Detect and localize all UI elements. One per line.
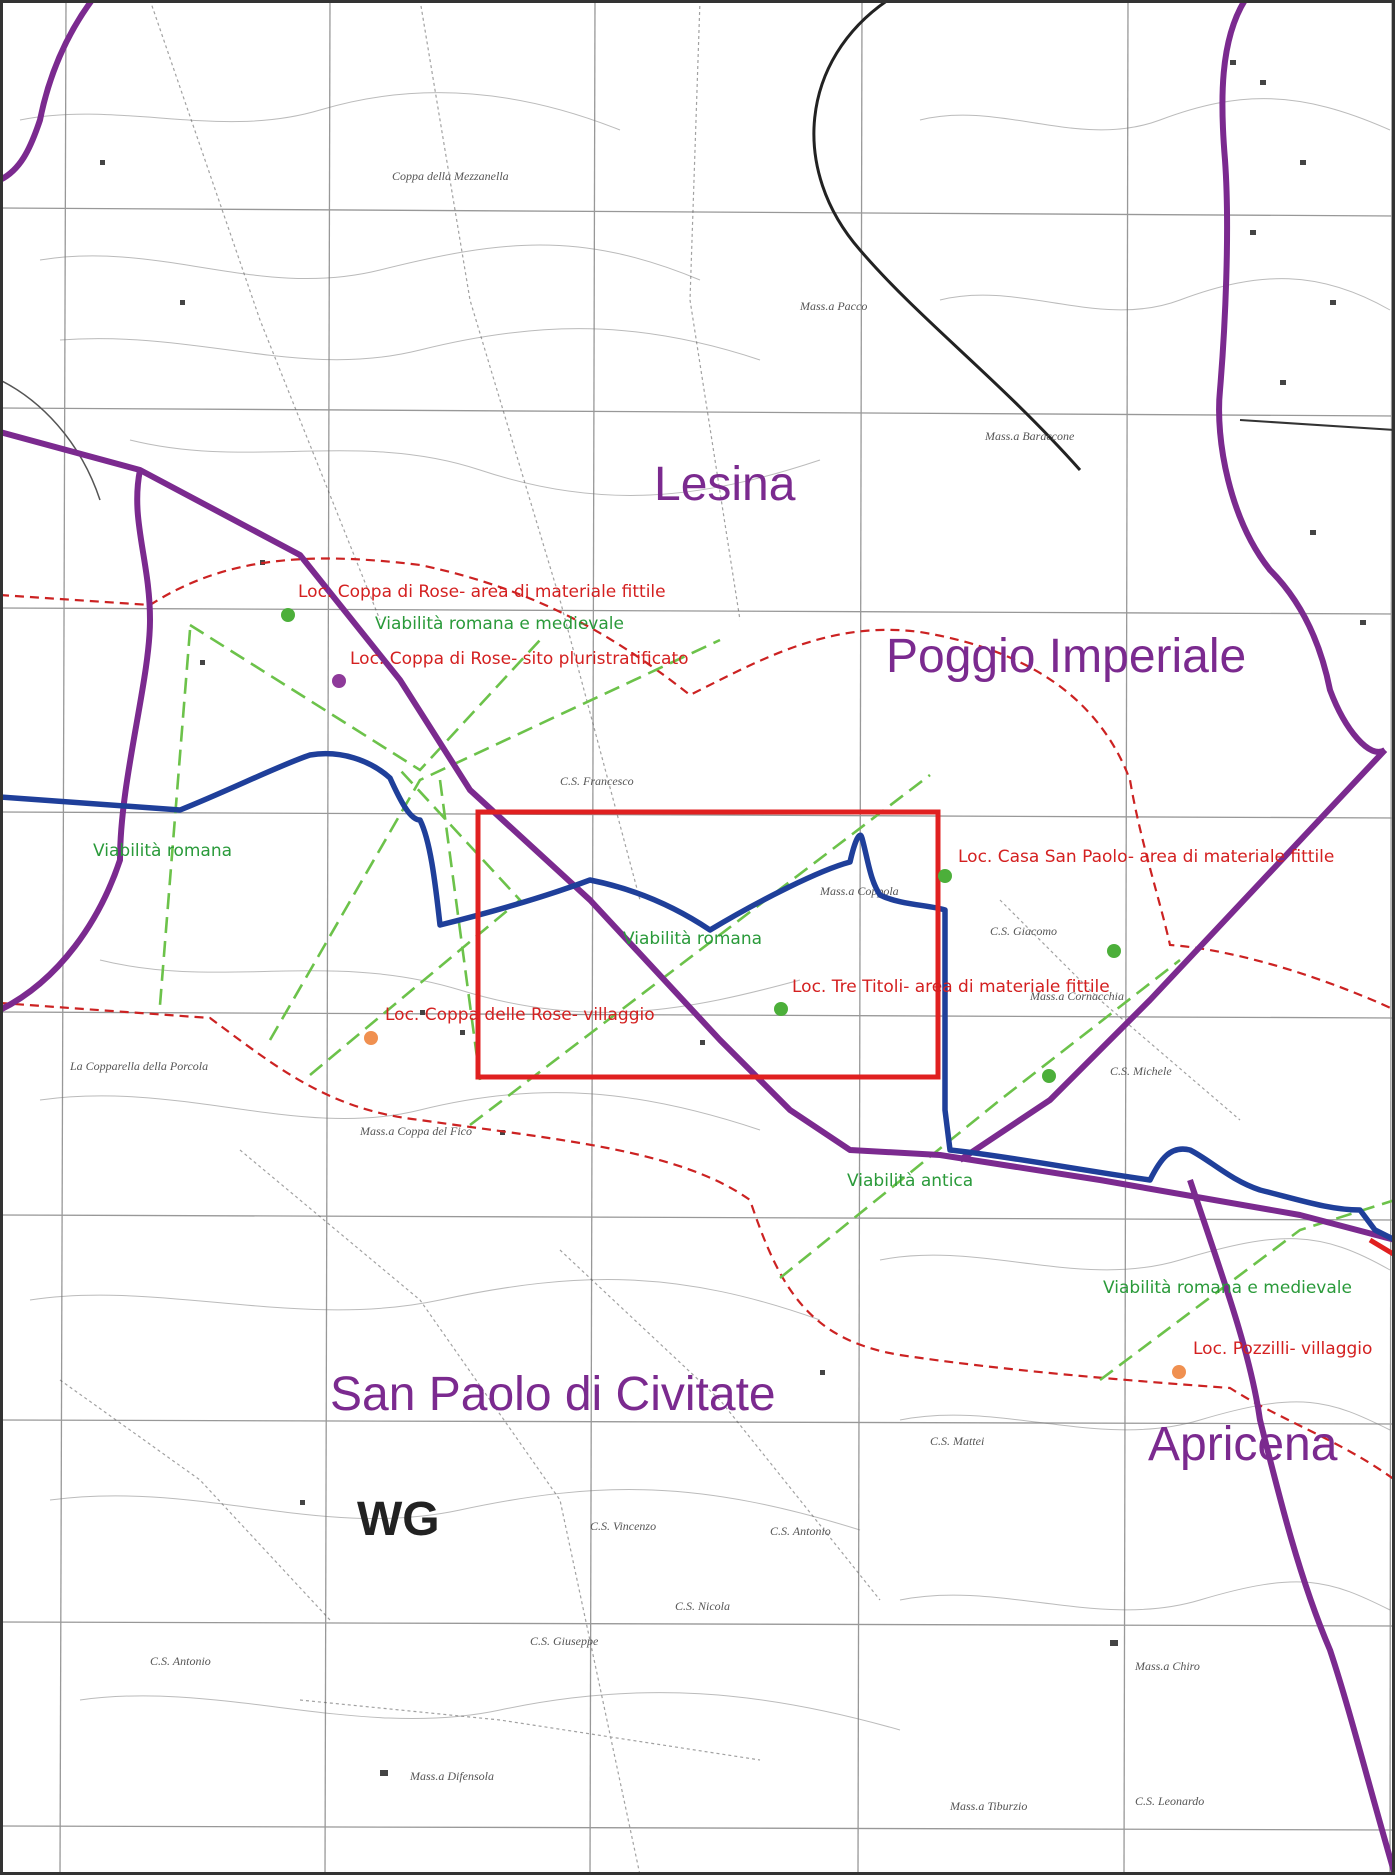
study-area-south	[0, 1001, 1395, 1481]
boundary-lesina-sanpaolo	[0, 429, 1395, 1243]
base-map-tracks	[59, 0, 1241, 1875]
base-map-settlements	[100, 60, 1366, 1776]
site-label: Loc. Tre Titoli- area di materiale fitti…	[792, 977, 1110, 997]
site-points	[281, 608, 1186, 1379]
blue-route	[0, 750, 1395, 1243]
place-label: C.S. Vincenzo	[590, 1519, 656, 1533]
site-label: Loc. Coppa delle Rose- villaggio	[385, 1005, 655, 1025]
road-segment	[469, 773, 931, 1127]
road-label: Viabilità romana e medievale	[375, 614, 624, 634]
place-label: Mass.a Tiburzio	[949, 1799, 1027, 1813]
place-label: Mass.a Baraccone	[984, 429, 1075, 443]
study-area-north	[0, 557, 1395, 1011]
site-point-purple	[332, 674, 346, 688]
place-label: La Copparella della Porcola	[69, 1059, 208, 1073]
site-point-green	[938, 869, 952, 883]
site-label: Loc. Coppa di Rose- area di materiale fi…	[298, 582, 666, 602]
place-label: C.S. Mattei	[930, 1434, 984, 1448]
road-segment	[779, 958, 1181, 1280]
place-label: Mass.a Difensola	[409, 1769, 494, 1783]
grid-code-label: WG	[357, 1493, 440, 1546]
site-point-green	[1042, 1069, 1056, 1083]
focus-area-box	[475, 809, 941, 1080]
place-label: C.S. Antonio	[150, 1654, 211, 1668]
river-line	[0, 379, 101, 501]
municipality-label-poggio-imperiale: Poggio Imperiale	[886, 630, 1246, 683]
road-label: Viabilità antica	[847, 1171, 973, 1191]
place-label: C.S. Antonio	[770, 1524, 831, 1538]
site-point-orange	[364, 1031, 378, 1045]
road-label: Viabilità romana	[623, 929, 762, 949]
place-label: C.S. Michele	[1110, 1064, 1172, 1078]
boundary-apricena-west	[1187, 1179, 1395, 1875]
place-label: Coppa della Mezzanella	[392, 169, 509, 183]
road-segment	[309, 769, 522, 1076]
road-segment	[158, 629, 192, 1006]
base-map-place-labels: Coppa della Mezzanella Mass.a Pacco Mass…	[69, 169, 1204, 1813]
road-labels: Viabilità romana e medievale Viabilità r…	[93, 614, 1352, 1298]
site-point-green	[774, 1002, 788, 1016]
municipality-label-apricena: Apricena	[1148, 1418, 1338, 1471]
road-segment	[438, 779, 482, 1081]
road-label: Viabilità romana e medievale	[1103, 1278, 1352, 1298]
municipality-label-lesina: Lesina	[654, 458, 796, 511]
place-label: Mass.a Pacco	[799, 299, 867, 313]
ancient-roads	[158, 623, 1395, 1382]
red-route-stub	[1368, 1237, 1395, 1258]
site-label: Loc. Coppa di Rose- sito pluristratifica…	[350, 649, 689, 669]
place-label: C.S. Francesco	[560, 774, 634, 788]
site-label: Loc. Casa San Paolo- area di materiale f…	[958, 847, 1334, 867]
site-labels: Loc. Coppa di Rose- area di materiale fi…	[298, 582, 1372, 1359]
boundary-poggio-diagonal	[958, 747, 1388, 1163]
study-area-boundaries	[0, 557, 1395, 1481]
site-label: Loc. Pozzilli- villaggio	[1193, 1339, 1372, 1359]
road-segment	[268, 638, 721, 1041]
railway-line-2	[1239, 419, 1395, 431]
boundary-poggio-east	[1216, 0, 1387, 755]
place-label: Mass.a Cornacchia	[1029, 989, 1124, 1003]
place-label: C.S. Giuseppe	[530, 1634, 599, 1648]
railway-line	[812, 0, 1082, 471]
road-label: Viabilità romana	[93, 841, 232, 861]
place-label: Mass.a Chiro	[1134, 1659, 1200, 1673]
site-point-green	[1107, 944, 1121, 958]
place-label: C.S. Leonardo	[1135, 1794, 1204, 1808]
place-label: C.S. Giacomo	[990, 924, 1057, 938]
municipality-labels: Lesina Poggio Imperiale San Paolo di Civ…	[330, 458, 1338, 1471]
site-point-orange	[1172, 1365, 1186, 1379]
base-map-terrain	[19, 92, 1391, 1731]
place-label: Mass.a Coppa del Fico	[359, 1124, 472, 1138]
site-point-green	[281, 608, 295, 622]
municipality-label-san-paolo: San Paolo di Civitate	[330, 1368, 776, 1421]
boundary-northwest	[0, 0, 95, 183]
place-label: C.S. Nicola	[675, 1599, 730, 1613]
boundary-lesina-loop	[0, 469, 153, 1013]
road-segment	[189, 623, 541, 772]
